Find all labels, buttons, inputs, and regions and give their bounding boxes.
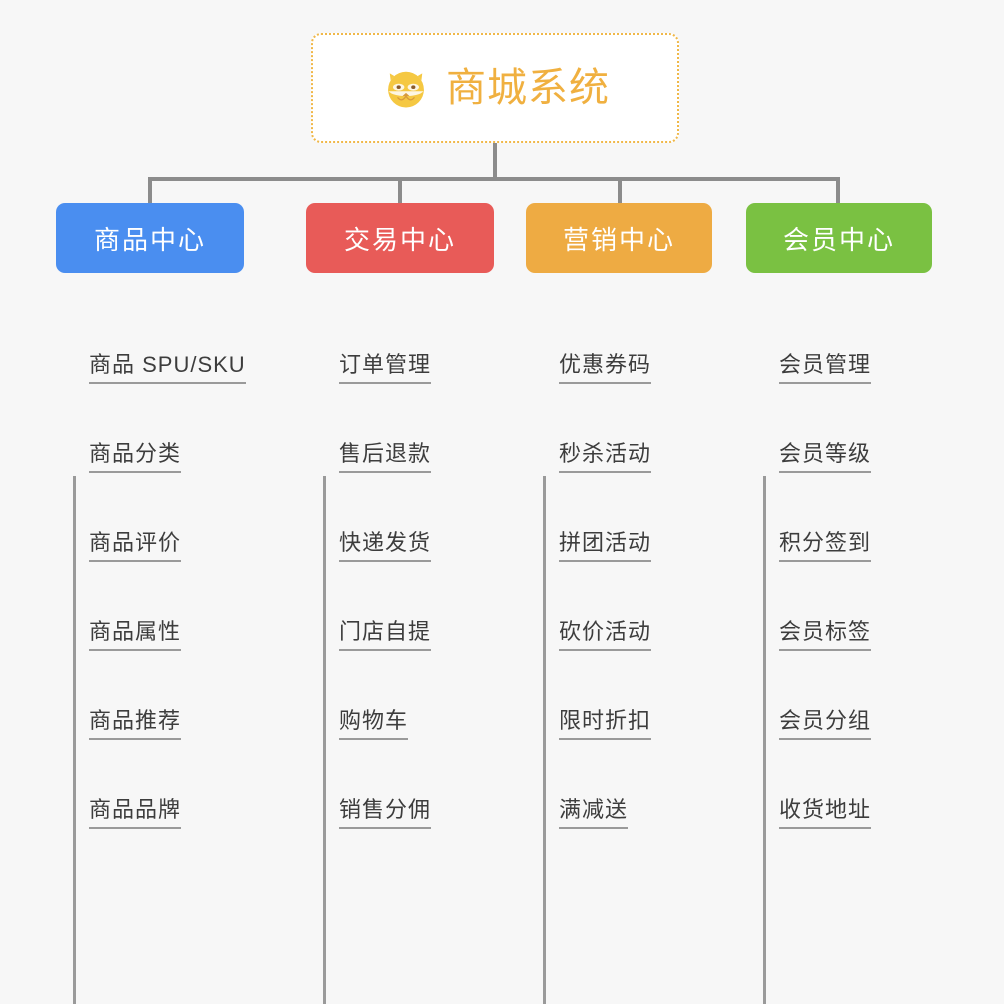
branch-column-product: 商品中心 商品 SPU/SKU 商品分类 商品评价 商品属性 商品推荐 商品品牌 [56,203,276,1004]
leaf-list: 商品 SPU/SKU 商品分类 商品评价 商品属性 商品推荐 商品品牌 [56,295,276,829]
leaf-item[interactable]: 会员等级 [746,384,966,473]
leaf-label: 积分签到 [779,530,872,562]
leaf-label: 售后退款 [339,441,432,473]
leaf-item[interactable]: 限时折扣 [526,651,746,740]
leaf-label: 秒杀活动 [559,441,652,473]
leaf-item[interactable]: 销售分佣 [306,740,526,829]
leaf-item[interactable]: 商品评价 [56,473,276,562]
leaf-item[interactable]: 会员标签 [746,562,966,651]
branch-column-member: 会员中心 会员管理 会员等级 积分签到 会员标签 会员分组 收货地址 [746,203,966,1004]
leaf-item[interactable]: 会员分组 [746,651,966,740]
leaf-label: 会员分组 [779,708,872,740]
branch-header-member[interactable]: 会员中心 [746,203,932,273]
branch-header-label: 营销中心 [562,224,675,255]
leaf-item[interactable]: 购物车 [306,651,526,740]
leaf-item[interactable]: 拼团活动 [526,473,746,562]
leaf-label: 门店自提 [339,619,432,651]
connector-drop-2 [398,177,402,205]
leaf-item[interactable]: 优惠券码 [526,295,746,384]
leaf-item[interactable]: 售后退款 [306,384,526,473]
leaf-label: 砍价活动 [559,619,652,651]
leaf-label: 商品品牌 [89,797,182,829]
leaf-item[interactable]: 商品品牌 [56,740,276,829]
branch-header-label: 会员中心 [782,224,895,255]
leaf-list: 优惠券码 秒杀活动 拼团活动 砍价活动 限时折扣 满减送 [526,295,746,829]
leaf-item[interactable]: 砍价活动 [526,562,746,651]
branch-trunk [543,476,546,1004]
leaf-item[interactable]: 满减送 [526,740,746,829]
branch-column-marketing: 营销中心 优惠券码 秒杀活动 拼团活动 砍价活动 限时折扣 满减送 [526,203,746,1004]
branch-trunk [73,476,76,1004]
leaf-item[interactable]: 订单管理 [306,295,526,384]
connector-drop-4 [836,177,840,205]
branch-column-trade: 交易中心 订单管理 售后退款 快递发货 门店自提 购物车 销售分佣 [306,203,526,1004]
leaf-label: 满减送 [559,797,629,829]
branch-header-label: 商品中心 [93,224,206,255]
shiba-dog-icon [380,62,432,114]
leaf-item[interactable]: 商品分类 [56,384,276,473]
leaf-label: 快递发货 [339,530,432,562]
leaf-label: 商品属性 [89,619,182,651]
leaf-label: 购物车 [339,708,409,740]
connector-drop-3 [618,177,622,205]
leaf-label: 收货地址 [779,797,872,829]
connector-root-stem [493,143,497,179]
leaf-label: 优惠券码 [559,352,652,384]
leaf-list: 会员管理 会员等级 积分签到 会员标签 会员分组 收货地址 [746,295,966,829]
connector-horizontal-bar [148,177,840,181]
leaf-label: 会员等级 [779,441,872,473]
branch-header-trade[interactable]: 交易中心 [306,203,494,273]
root-node[interactable]: 商城系统 [311,33,679,143]
leaf-item[interactable]: 秒杀活动 [526,384,746,473]
mindmap-canvas: 商城系统 商品中心 商品 SPU/SKU 商品分类 商品评价 商品属性 [56,33,966,1004]
leaf-item[interactable]: 积分签到 [746,473,966,562]
connector-drop-1 [148,177,152,205]
branch-header-marketing[interactable]: 营销中心 [526,203,712,273]
leaf-item[interactable]: 收货地址 [746,740,966,829]
leaf-label: 商品分类 [89,441,182,473]
leaf-item[interactable]: 商品属性 [56,562,276,651]
leaf-item[interactable]: 会员管理 [746,295,966,384]
leaf-label: 限时折扣 [559,708,652,740]
leaf-label: 商品评价 [89,530,182,562]
leaf-item[interactable]: 门店自提 [306,562,526,651]
branch-header-product[interactable]: 商品中心 [56,203,244,273]
leaf-label: 销售分佣 [339,797,432,829]
leaf-list: 订单管理 售后退款 快递发货 门店自提 购物车 销售分佣 [306,295,526,829]
leaf-label: 会员标签 [779,619,872,651]
leaf-label: 商品推荐 [89,708,182,740]
branch-trunk [763,476,766,1004]
leaf-item[interactable]: 商品 SPU/SKU [56,295,276,384]
branch-trunk [323,476,326,1004]
leaf-label: 拼团活动 [559,530,652,562]
leaf-label: 商品 SPU/SKU [89,352,246,384]
leaf-item[interactable]: 商品推荐 [56,651,276,740]
branch-header-label: 交易中心 [343,224,456,255]
root-title: 商城系统 [446,66,610,110]
leaf-label: 会员管理 [779,352,872,384]
leaf-item[interactable]: 快递发货 [306,473,526,562]
leaf-label: 订单管理 [339,352,432,384]
